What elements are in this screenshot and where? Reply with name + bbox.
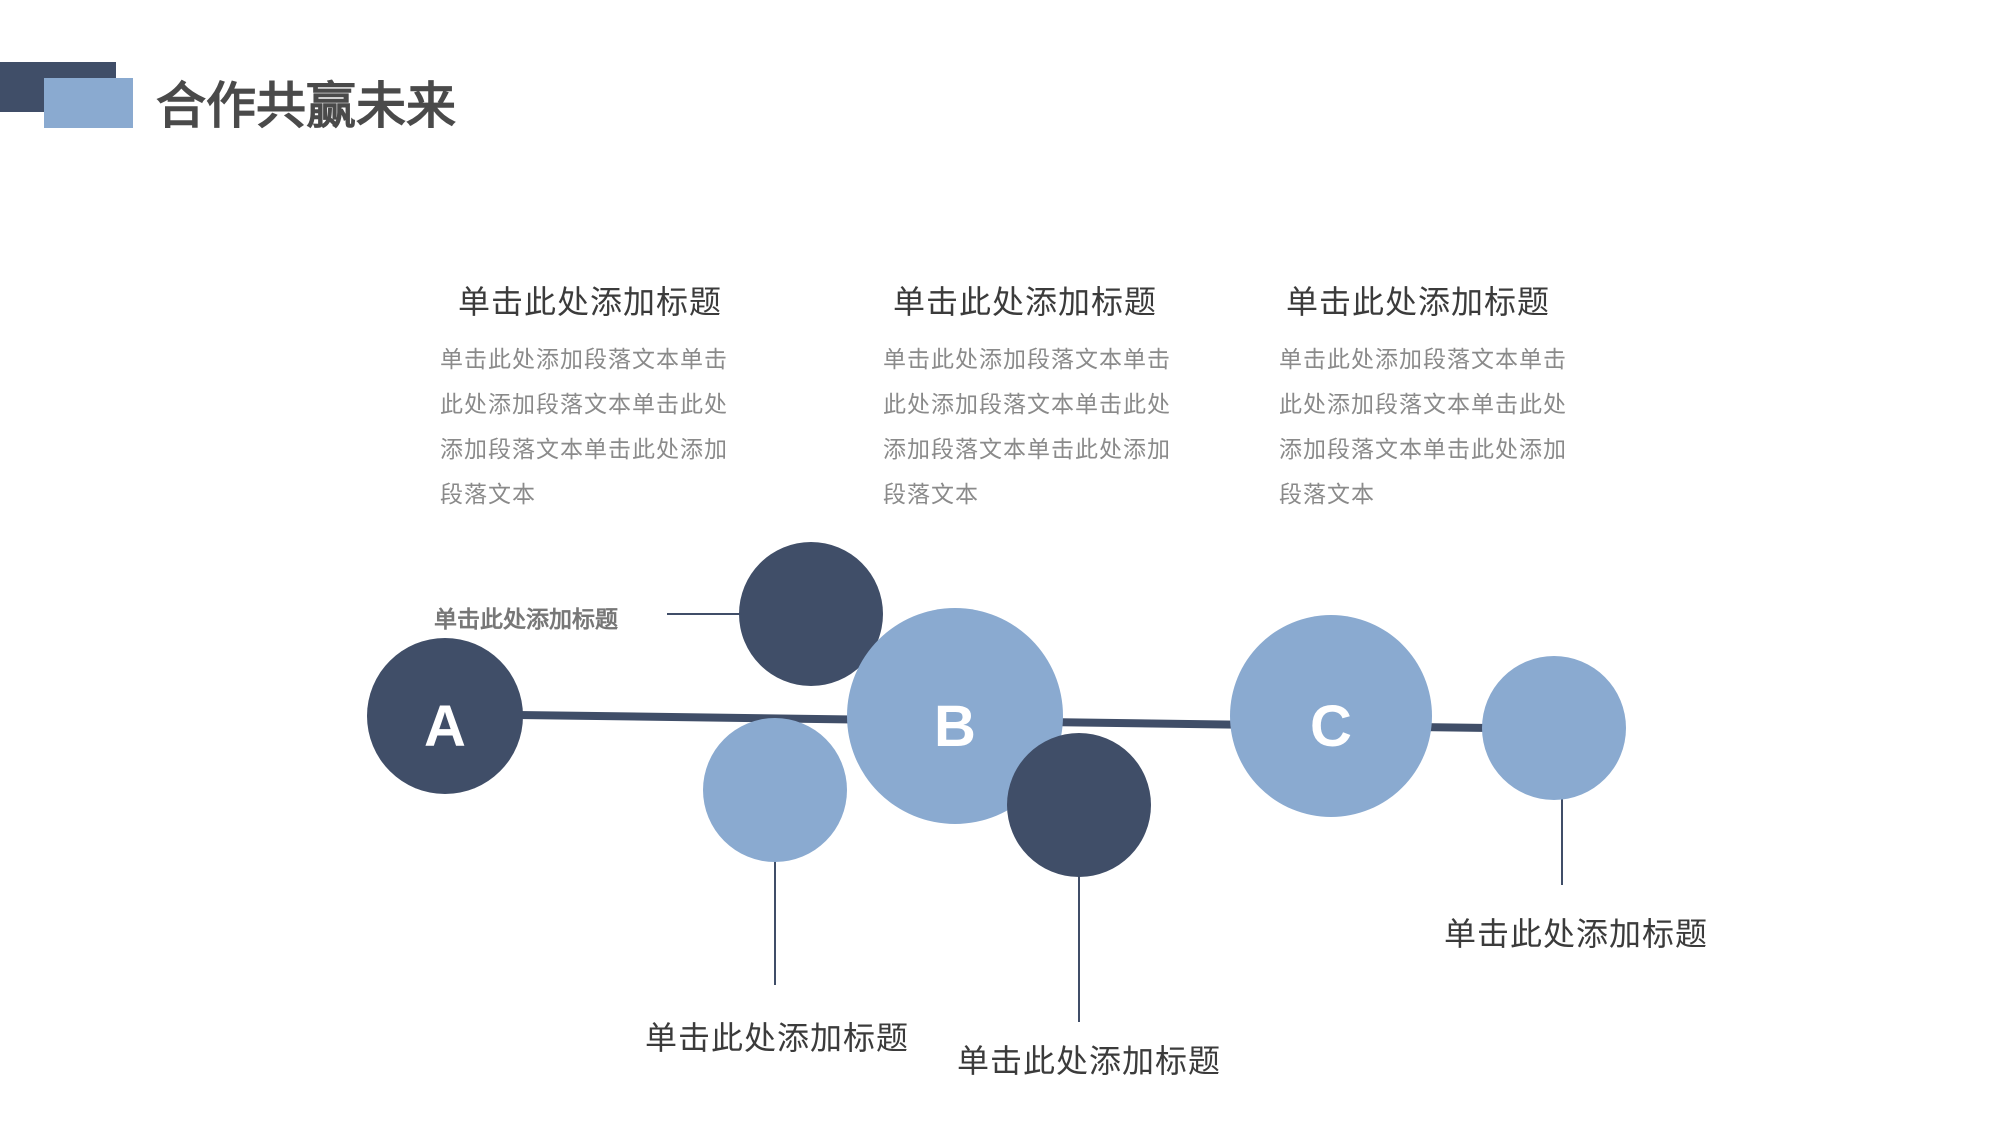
header-light-block xyxy=(44,78,133,128)
label-bottom-2: 单击此处添加标题 xyxy=(957,1042,1222,1080)
column-1-body: 单击此处添加段落文本单击此处添加段落文本单击此处添加段落文本单击此处添加段落文本 xyxy=(440,347,728,508)
node-c-letter: C xyxy=(1310,694,1352,759)
page-title: 合作共赢未来 xyxy=(156,77,456,135)
node-b-letter: B xyxy=(934,694,976,759)
label-top-left: 单击此处添加标题 xyxy=(434,607,618,633)
bubble-bottom-light xyxy=(703,718,847,862)
bubble-top-dark xyxy=(739,542,883,686)
column-2-body: 单击此处添加段落文本单击此处添加段落文本单击此处添加段落文本单击此处添加段落文本 xyxy=(883,347,1171,508)
column-3-body: 单击此处添加段落文本单击此处添加段落文本单击此处添加段落文本单击此处添加段落文本 xyxy=(1279,347,1567,508)
node-c-circle xyxy=(1230,615,1432,817)
bubble-right-light xyxy=(1482,656,1626,800)
node-b-circle xyxy=(847,608,1063,824)
node-a-letter: A xyxy=(424,694,466,759)
label-right: 单击此处添加标题 xyxy=(1444,915,1709,953)
bubble-bottom-dark xyxy=(1007,733,1151,877)
column-3-title: 单击此处添加标题 xyxy=(1286,283,1551,321)
column-2-title: 单击此处添加标题 xyxy=(893,283,1158,321)
column-1-title: 单击此处添加标题 xyxy=(458,283,723,321)
node-a-circle xyxy=(367,638,523,794)
label-bottom-1: 单击此处添加标题 xyxy=(645,1019,910,1057)
